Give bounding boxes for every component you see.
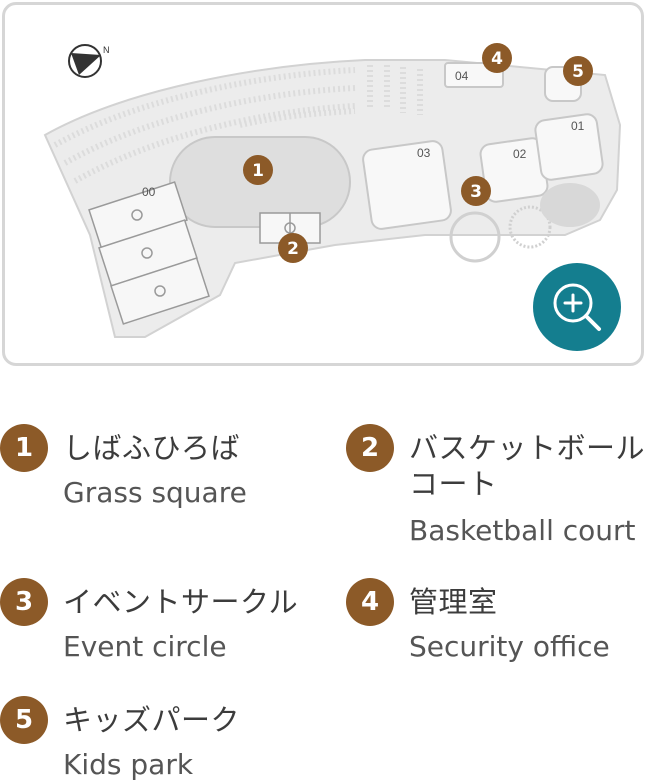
map-drawing: 00 01 02 03 04 N 1 2 3 xyxy=(43,43,622,338)
svg-text:4: 4 xyxy=(491,49,503,69)
courts-00 xyxy=(88,181,210,325)
map-marker-1[interactable]: 1 xyxy=(243,155,273,185)
zoom-button[interactable] xyxy=(533,263,621,351)
legend-number-badge: 5 xyxy=(0,696,48,744)
svg-text:2: 2 xyxy=(287,239,299,259)
map-marker-5[interactable]: 5 xyxy=(563,56,593,86)
svg-text:N: N xyxy=(103,45,110,55)
site-map[interactable]: 00 01 02 03 04 N 1 2 3 xyxy=(2,2,644,366)
legend-number-badge: 3 xyxy=(0,578,48,626)
legend-item-4: 4 管理室 Security office xyxy=(346,578,650,678)
svg-text:3: 3 xyxy=(470,182,482,202)
legend-number-badge: 4 xyxy=(346,578,394,626)
zone-label-04: 04 xyxy=(455,69,469,83)
zone-label-02: 02 xyxy=(513,147,527,161)
zoom-in-icon xyxy=(553,283,601,331)
map-marker-2[interactable]: 2 xyxy=(278,233,308,263)
legend-number-badge: 2 xyxy=(346,424,394,472)
legend-number-badge: 1 xyxy=(0,424,48,472)
legend-item-5: 5 キッズパーク Kids park xyxy=(0,696,320,782)
legend-label-en: Basketball court xyxy=(409,514,636,547)
svg-text:5: 5 xyxy=(572,62,584,82)
legend-label-ja: 管理室 xyxy=(409,585,498,619)
svg-text:1: 1 xyxy=(252,161,264,181)
parking-area xyxy=(53,67,356,184)
compass-icon: N xyxy=(68,44,110,78)
legend-label-ja: しばふひろば xyxy=(63,431,241,465)
event-circle-area xyxy=(449,205,552,263)
zone-label-03: 03 xyxy=(417,146,431,160)
legend-label-ja: バスケットボールコート xyxy=(409,431,646,501)
legend-label-en: Security office xyxy=(409,630,610,663)
legend-label-ja: キッズパーク xyxy=(63,703,241,737)
legend-label-en: Event circle xyxy=(63,630,227,663)
legend-label-en: Grass square xyxy=(63,476,247,509)
map-marker-3[interactable]: 3 xyxy=(461,176,491,206)
legend-label-en: Kids park xyxy=(63,748,194,781)
legend-item-1: 1 しばふひろば Grass square xyxy=(0,424,320,524)
zone-label-00: 00 xyxy=(142,185,156,199)
legend-item-3: 3 イベントサークル Event circle xyxy=(0,578,320,678)
zone-label-01: 01 xyxy=(571,119,585,133)
legend-item-2: 2 バスケットボールコート Basketball court xyxy=(346,424,650,564)
legend-label-ja: イベントサークル xyxy=(63,585,299,619)
map-marker-4[interactable]: 4 xyxy=(482,43,512,73)
map-legend: 1 しばふひろば Grass square 2 バスケットボールコート Bask… xyxy=(0,420,650,782)
